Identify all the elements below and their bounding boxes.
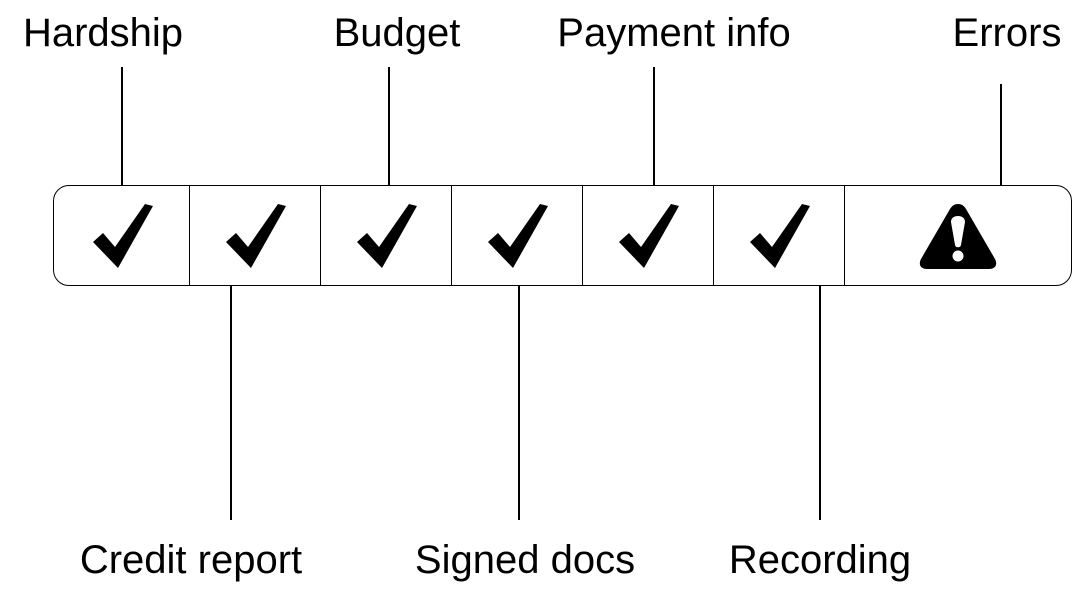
leader-line-recording: [819, 280, 821, 520]
label-errors: Errors: [952, 11, 1062, 55]
leader-line-errors: [1000, 84, 1002, 205]
checkmark-icon: [619, 203, 679, 268]
checkmark-icon: [226, 203, 286, 268]
status-cell-hardship: [54, 186, 189, 285]
status-cell-recording: [713, 186, 844, 285]
status-cell-budget: [320, 186, 451, 285]
checkmark-icon: [750, 203, 810, 268]
checkmark-icon: [488, 203, 548, 268]
label-credit-report: Credit report: [79, 538, 303, 582]
leader-line-credit-report: [230, 280, 232, 520]
label-hardship: Hardship: [22, 11, 184, 55]
leader-line-hardship: [121, 67, 123, 205]
leader-line-signed-docs: [518, 280, 520, 520]
status-cell-signed-docs: [451, 186, 582, 285]
leader-line-budget: [388, 67, 390, 205]
label-recording: Recording: [728, 538, 912, 582]
label-payment-info: Payment info: [557, 11, 791, 55]
leader-line-payment-info: [653, 67, 655, 205]
label-signed-docs: Signed docs: [414, 538, 636, 582]
status-cell-payment-info: [582, 186, 713, 285]
label-budget: Budget: [333, 11, 461, 55]
warning-icon: [919, 203, 997, 269]
status-cell-credit-report: [189, 186, 320, 285]
status-cell-errors: [844, 186, 1071, 285]
checkmark-icon: [357, 203, 417, 268]
checkmark-icon: [92, 203, 153, 268]
status-bar: [53, 185, 1072, 286]
